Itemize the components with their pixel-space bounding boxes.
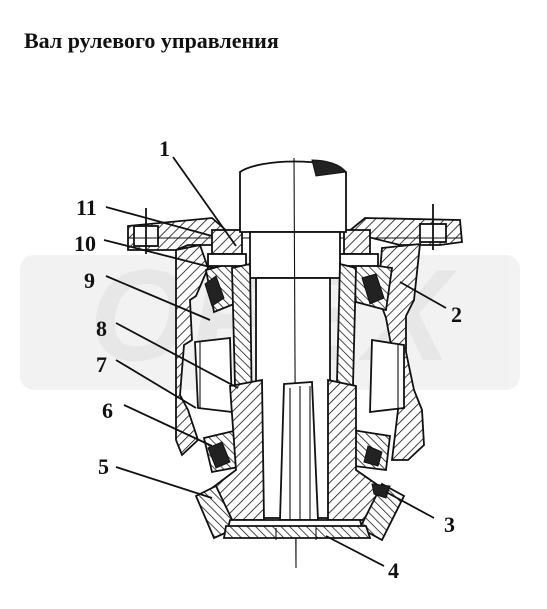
callout-9: 9 bbox=[84, 268, 95, 293]
callout-3: 3 bbox=[444, 512, 455, 537]
callout-2: 2 bbox=[451, 302, 462, 327]
bottom-cap bbox=[222, 525, 372, 540]
callout-11: 11 bbox=[76, 195, 97, 220]
housing-flange bbox=[127, 204, 463, 254]
lower-bearing bbox=[202, 428, 391, 474]
callout-10: 10 bbox=[74, 231, 96, 256]
callout-7: 7 bbox=[96, 352, 107, 377]
callout-6: 6 bbox=[102, 398, 113, 423]
adjusting-nut bbox=[207, 229, 379, 267]
diagram-title: Вал рулевого управления bbox=[24, 28, 279, 53]
callout-1: 1 bbox=[159, 136, 170, 161]
leader-lines bbox=[103, 156, 447, 567]
callout-8: 8 bbox=[96, 316, 107, 341]
steering-shaft bbox=[239, 157, 347, 569]
callout-4: 4 bbox=[388, 558, 399, 583]
callout-5: 5 bbox=[98, 454, 109, 479]
